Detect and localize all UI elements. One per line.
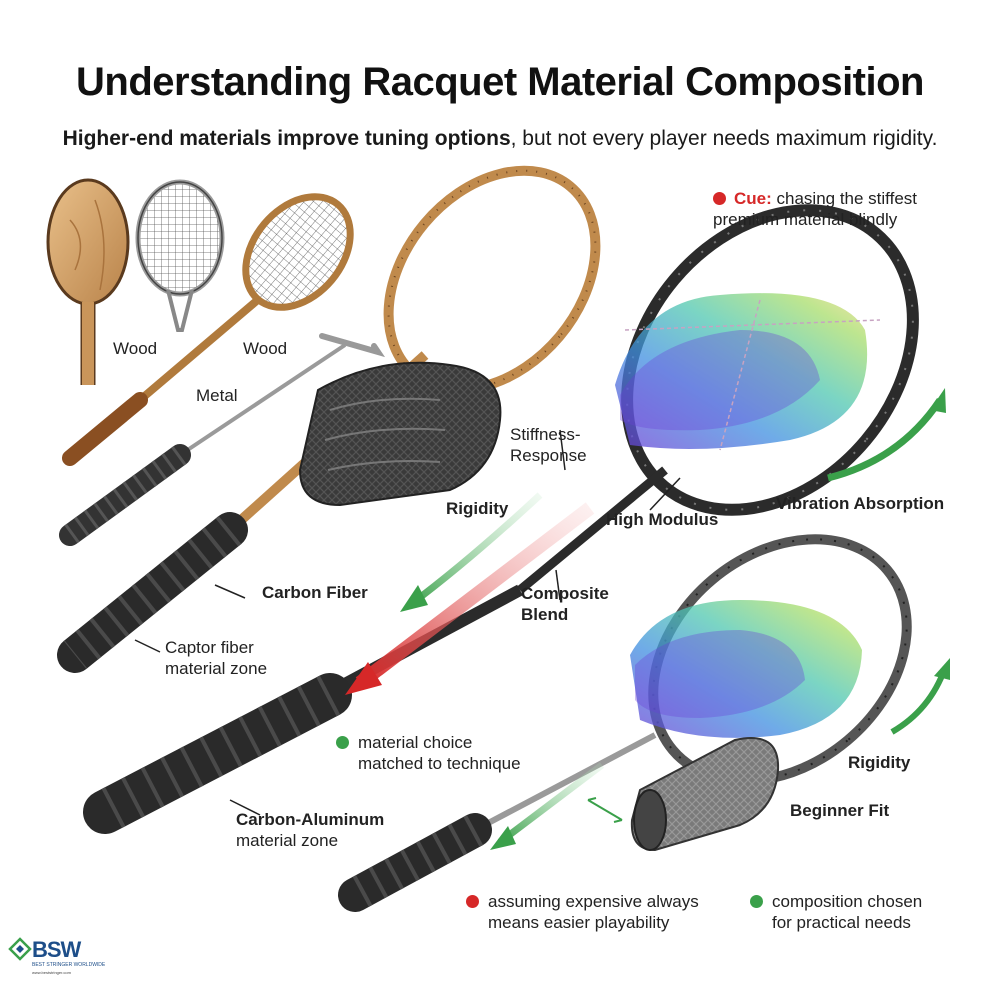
carbon-tube-sample [630, 737, 780, 852]
subtitle-rest: , but not every player needs maximum rig… [510, 127, 938, 150]
subtitle-emphasis: Higher-end materials improve tuning opti… [62, 127, 511, 150]
red-dot-icon [466, 895, 479, 908]
label-stiffness-response: Stiffness- Response [510, 425, 587, 465]
cue-bottom-left-text: assuming expensive always means easier p… [488, 892, 699, 932]
label-rigidity-main: Rigidity [446, 499, 509, 518]
label-vibration-absorption: Vibration Absorption [776, 494, 945, 513]
label-composite-blend: Composite Blend [521, 584, 609, 624]
logo-url: www.beststringer.com [32, 970, 71, 975]
logo-mark-icon [8, 937, 32, 961]
wooden-racquet [62, 193, 354, 466]
green-dot-icon [750, 895, 763, 908]
early-strung-racquet [135, 179, 225, 332]
composite-blend-racquet [338, 534, 912, 912]
logo-word: BSW [32, 937, 81, 962]
rigidity-arrow [400, 492, 543, 612]
high-modulus-arrow [345, 502, 595, 695]
label-beginner-fit: Beginner Fit [790, 801, 890, 820]
label-wood-racquet: Wood [243, 339, 288, 358]
carbon-fiber-racquet [57, 165, 601, 673]
cue-bottom-right-text: composition chosen for practical needs [772, 892, 923, 932]
cue-bottom-right-good: composition chosen for practical needs [750, 891, 922, 933]
page-subtitle: Higher-end materials improve tuning opti… [0, 127, 1000, 151]
cue-top-text: chasing the stiffest premium material bl… [713, 189, 917, 229]
label-captor-zone: Captor fiber material zone [165, 638, 268, 678]
carbon-wrap-sleeve [298, 361, 502, 507]
label-carbon-aluminum: Carbon-Aluminum [236, 810, 385, 829]
leader-lines [134, 429, 681, 816]
label-carbon-aluminum-zone: material zone [236, 831, 339, 850]
label-high-modulus: High Modulus [606, 510, 719, 529]
metal-racquet [59, 333, 386, 546]
cue-lead: Cue: [734, 189, 772, 208]
green-dot-icon [336, 736, 349, 749]
vibration-absorption-arrow [827, 388, 946, 482]
main-high-modulus-racquet [83, 204, 919, 834]
stiffness-response-spectrum [615, 293, 881, 451]
label-metal: Metal [196, 386, 238, 405]
label-carbon-fiber: Carbon Fiber [262, 583, 368, 602]
label-wood-paddle: Wood [113, 339, 158, 358]
bsw-logo: BSW BEST STRINGER WORLDWIDE www.beststri… [8, 935, 105, 995]
cue-mid-good: material choice matched to technique [336, 732, 521, 774]
label-rigidity-small: Rigidity [848, 753, 911, 772]
logo-tagline: BEST STRINGER WORLDWIDE [32, 962, 106, 968]
page-title: Understanding Racquet Material Compositi… [76, 60, 924, 104]
wood-paddle-racquet [46, 178, 130, 385]
cue-top-warning: Cue: chasing the stiffest premium materi… [713, 188, 983, 230]
red-dot-icon [713, 192, 726, 205]
cue-mid-text: material choice matched to technique [358, 733, 521, 773]
cue-bottom-left-warning: assuming expensive always means easier p… [466, 891, 699, 933]
small-rigidity-arrow [890, 658, 950, 735]
beginner-fit-arrow [490, 762, 623, 850]
